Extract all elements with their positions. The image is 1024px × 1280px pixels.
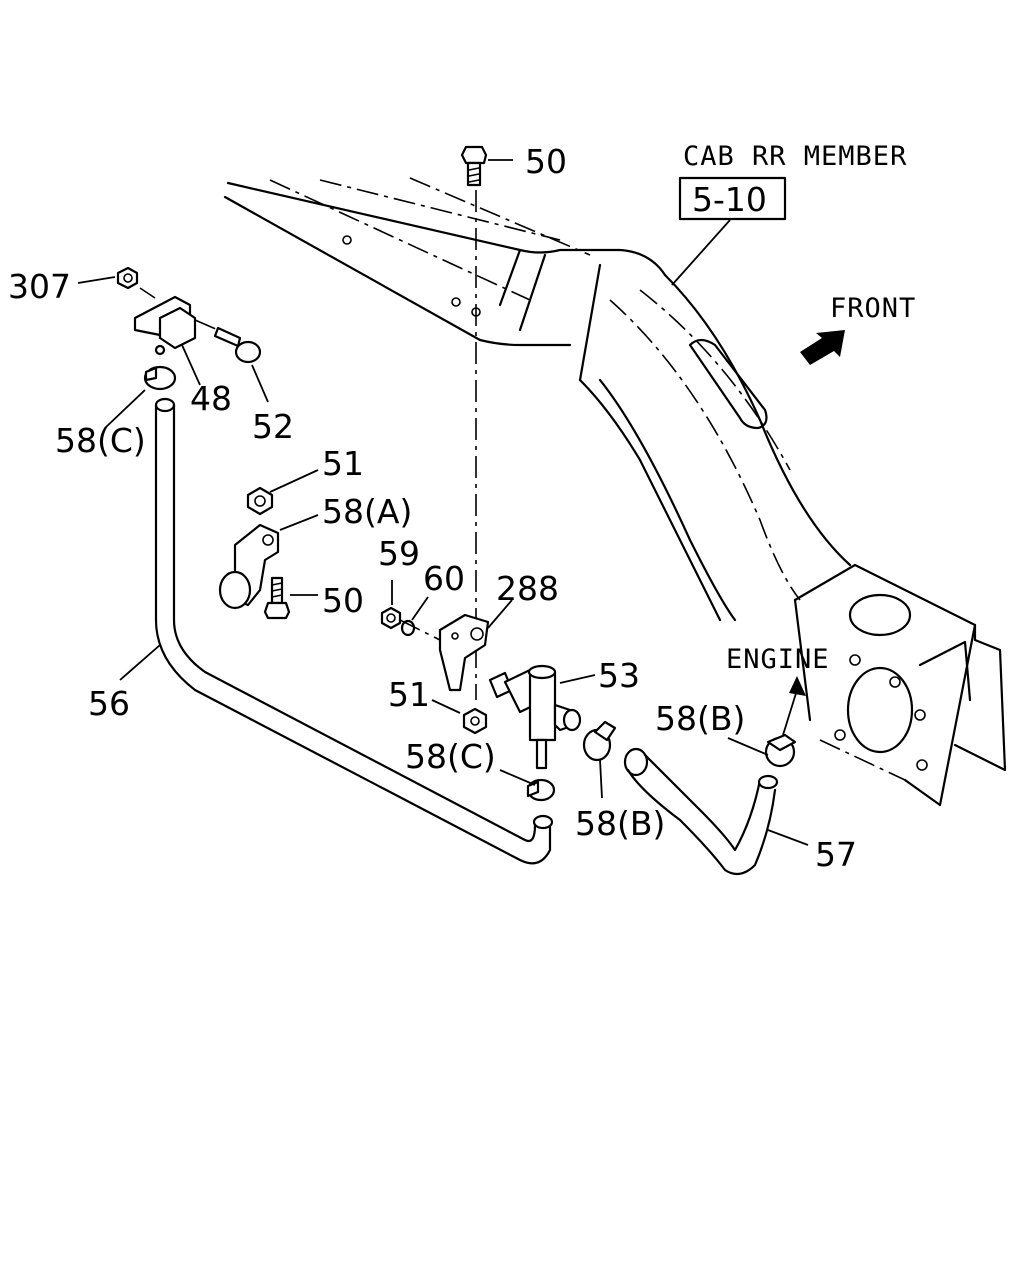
- callout-51-top: 51: [322, 444, 364, 483]
- bolt-52: [194, 319, 269, 403]
- bolt-50-top: [460, 145, 513, 187]
- bracket-centerline: [399, 619, 441, 641]
- callout-307: 307: [8, 267, 71, 306]
- bracket-288: [438, 599, 513, 692]
- nut-59: [380, 580, 402, 630]
- engine-arrow-icon: [789, 676, 806, 696]
- cab-rr-member-ref: 5-10: [692, 180, 767, 219]
- callout-58c-top: 58(C): [55, 421, 146, 460]
- callout-60: 60: [423, 559, 465, 598]
- cab-rear-member: [223, 177, 1007, 807]
- callout-288: 288: [496, 569, 559, 608]
- engine-label: ENGINE: [726, 644, 830, 675]
- bracket-58a: [218, 514, 319, 610]
- callout-51-bottom: 51: [388, 675, 430, 714]
- hose-56: [119, 397, 554, 865]
- callout-58b-right: 58(B): [655, 699, 745, 738]
- callout-53: 53: [598, 656, 640, 695]
- clip-58b-mid: [582, 720, 617, 799]
- cab-rr-member-reference: CAB RR MEMBER 5-10: [671, 141, 907, 286]
- nut-centerline: [139, 287, 156, 299]
- callout-58a: 58(A): [322, 492, 412, 531]
- valve-48: [133, 295, 201, 386]
- callout-59: 59: [378, 534, 420, 573]
- bolt-50-mid: [263, 576, 318, 620]
- front-arrow-icon: [800, 330, 845, 365]
- clip-58b-right: [727, 733, 797, 768]
- callout-58c-bottom: 58(C): [405, 737, 496, 776]
- nut-307: [77, 266, 139, 290]
- engine-direction: ENGINE: [726, 644, 830, 736]
- callout-50-top: 50: [525, 142, 567, 181]
- callout-52: 52: [252, 407, 294, 446]
- washer-60: [400, 596, 429, 637]
- clip-58c-bottom: [499, 769, 556, 802]
- hose-57: [623, 747, 809, 876]
- front-direction: FRONT: [800, 293, 916, 365]
- callout-56: 56: [88, 684, 130, 723]
- callout-50-mid: 50: [322, 581, 364, 620]
- cab-rr-member-title: CAB RR MEMBER: [683, 141, 907, 172]
- callout-58b-mid: 58(B): [575, 804, 665, 843]
- front-label: FRONT: [830, 293, 916, 324]
- nut-51-top: [246, 469, 319, 516]
- tee-joint-53: [488, 664, 596, 770]
- nut-51-bottom: [431, 699, 488, 735]
- callout-48: 48: [190, 379, 232, 418]
- clip-58c-top: [104, 365, 177, 429]
- callout-57: 57: [815, 835, 857, 874]
